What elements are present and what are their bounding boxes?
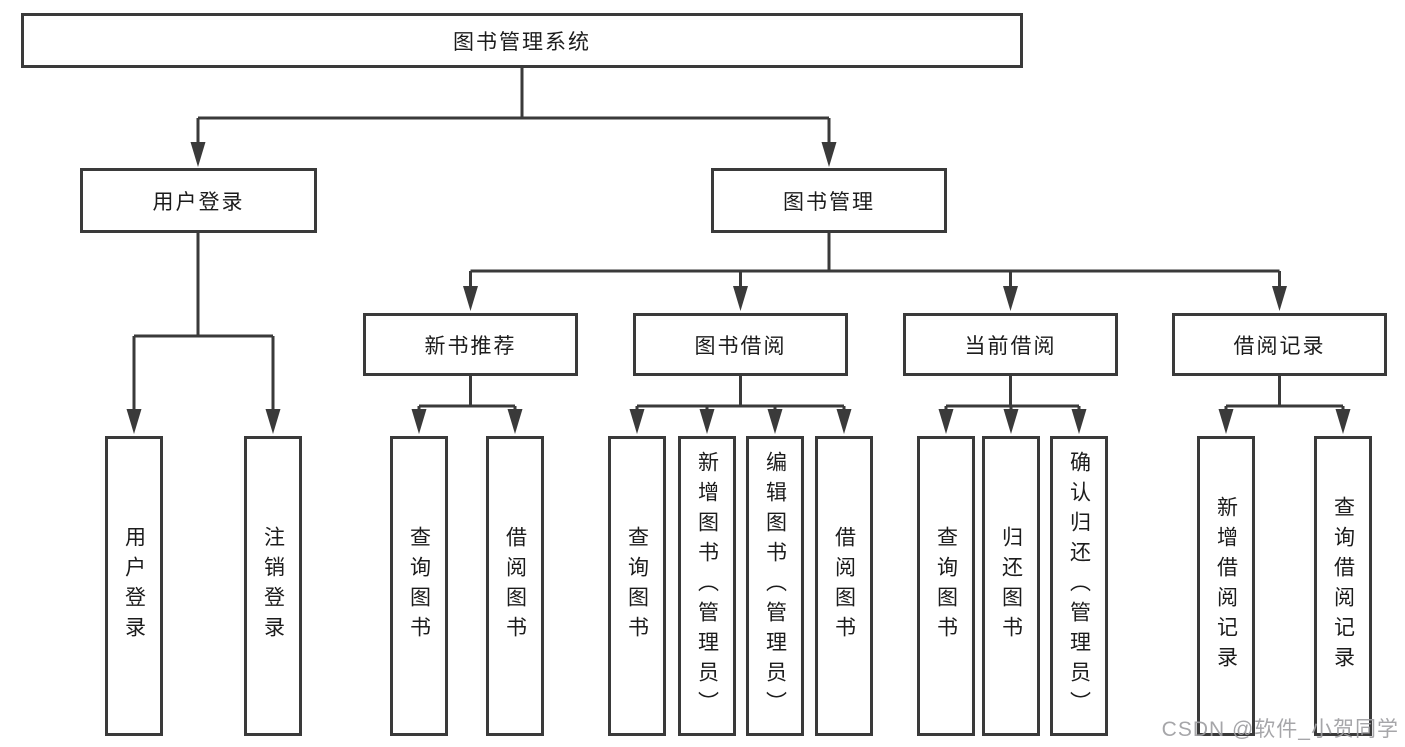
node-label: 新增图书（管理员） [695, 451, 719, 721]
node-label: 用户登录 [152, 190, 245, 214]
node-library-management-system: 图书管理系统 [21, 13, 1023, 68]
node-borrow-records: 借阅记录 [1172, 313, 1387, 376]
node-label: 图书管理系统 [453, 30, 591, 54]
node-label: 图书管理 [783, 190, 875, 214]
node-leaf-query-books-recommend: 查询图书 [390, 436, 448, 736]
node-leaf-add-books-admin: 新增图书（管理员） [678, 436, 736, 736]
node-label: 注销登录 [261, 526, 285, 646]
node-new-book-recommend: 新书推荐 [363, 313, 578, 376]
node-leaf-confirm-return-admin: 确认归还（管理员） [1050, 436, 1108, 736]
node-label: 确认归还（管理员） [1067, 451, 1091, 721]
node-label: 查询借阅记录 [1331, 496, 1355, 676]
node-leaf-user-login: 用户登录 [105, 436, 163, 736]
node-label: 当前借阅 [964, 334, 1057, 358]
node-label: 归还图书 [999, 526, 1023, 646]
node-label: 借阅图书 [503, 526, 527, 646]
node-label: 借阅图书 [832, 526, 856, 646]
node-label: 借阅记录 [1233, 334, 1326, 358]
node-label: 查询图书 [934, 526, 958, 646]
node-leaf-return-books: 归还图书 [982, 436, 1040, 736]
node-leaf-query-books-borrow: 查询图书 [608, 436, 666, 736]
node-label: 新书推荐 [424, 334, 517, 358]
node-book-borrow: 图书借阅 [633, 313, 848, 376]
node-label: 编辑图书（管理员） [763, 451, 787, 721]
node-label: 图书借阅 [694, 334, 787, 358]
csdn-watermark: CSDN @软件_小贺同学 [1161, 718, 1399, 741]
node-label: 查询图书 [407, 526, 431, 646]
node-label: 新增借阅记录 [1214, 496, 1238, 676]
node-user-login: 用户登录 [80, 168, 317, 233]
node-book-management: 图书管理 [711, 168, 947, 233]
node-leaf-add-borrow-record: 新增借阅记录 [1197, 436, 1255, 736]
node-current-borrow: 当前借阅 [903, 313, 1118, 376]
node-label: 用户登录 [122, 526, 146, 646]
node-leaf-logout: 注销登录 [244, 436, 302, 736]
node-leaf-query-books-current: 查询图书 [917, 436, 975, 736]
arrowheads [126, 142, 1351, 434]
node-leaf-query-borrow-record: 查询借阅记录 [1314, 436, 1372, 736]
node-leaf-edit-books-admin: 编辑图书（管理员） [746, 436, 804, 736]
node-leaf-borrow-books: 借阅图书 [815, 436, 873, 736]
node-leaf-borrow-books-recommend: 借阅图书 [486, 436, 544, 736]
node-label: 查询图书 [625, 526, 649, 646]
